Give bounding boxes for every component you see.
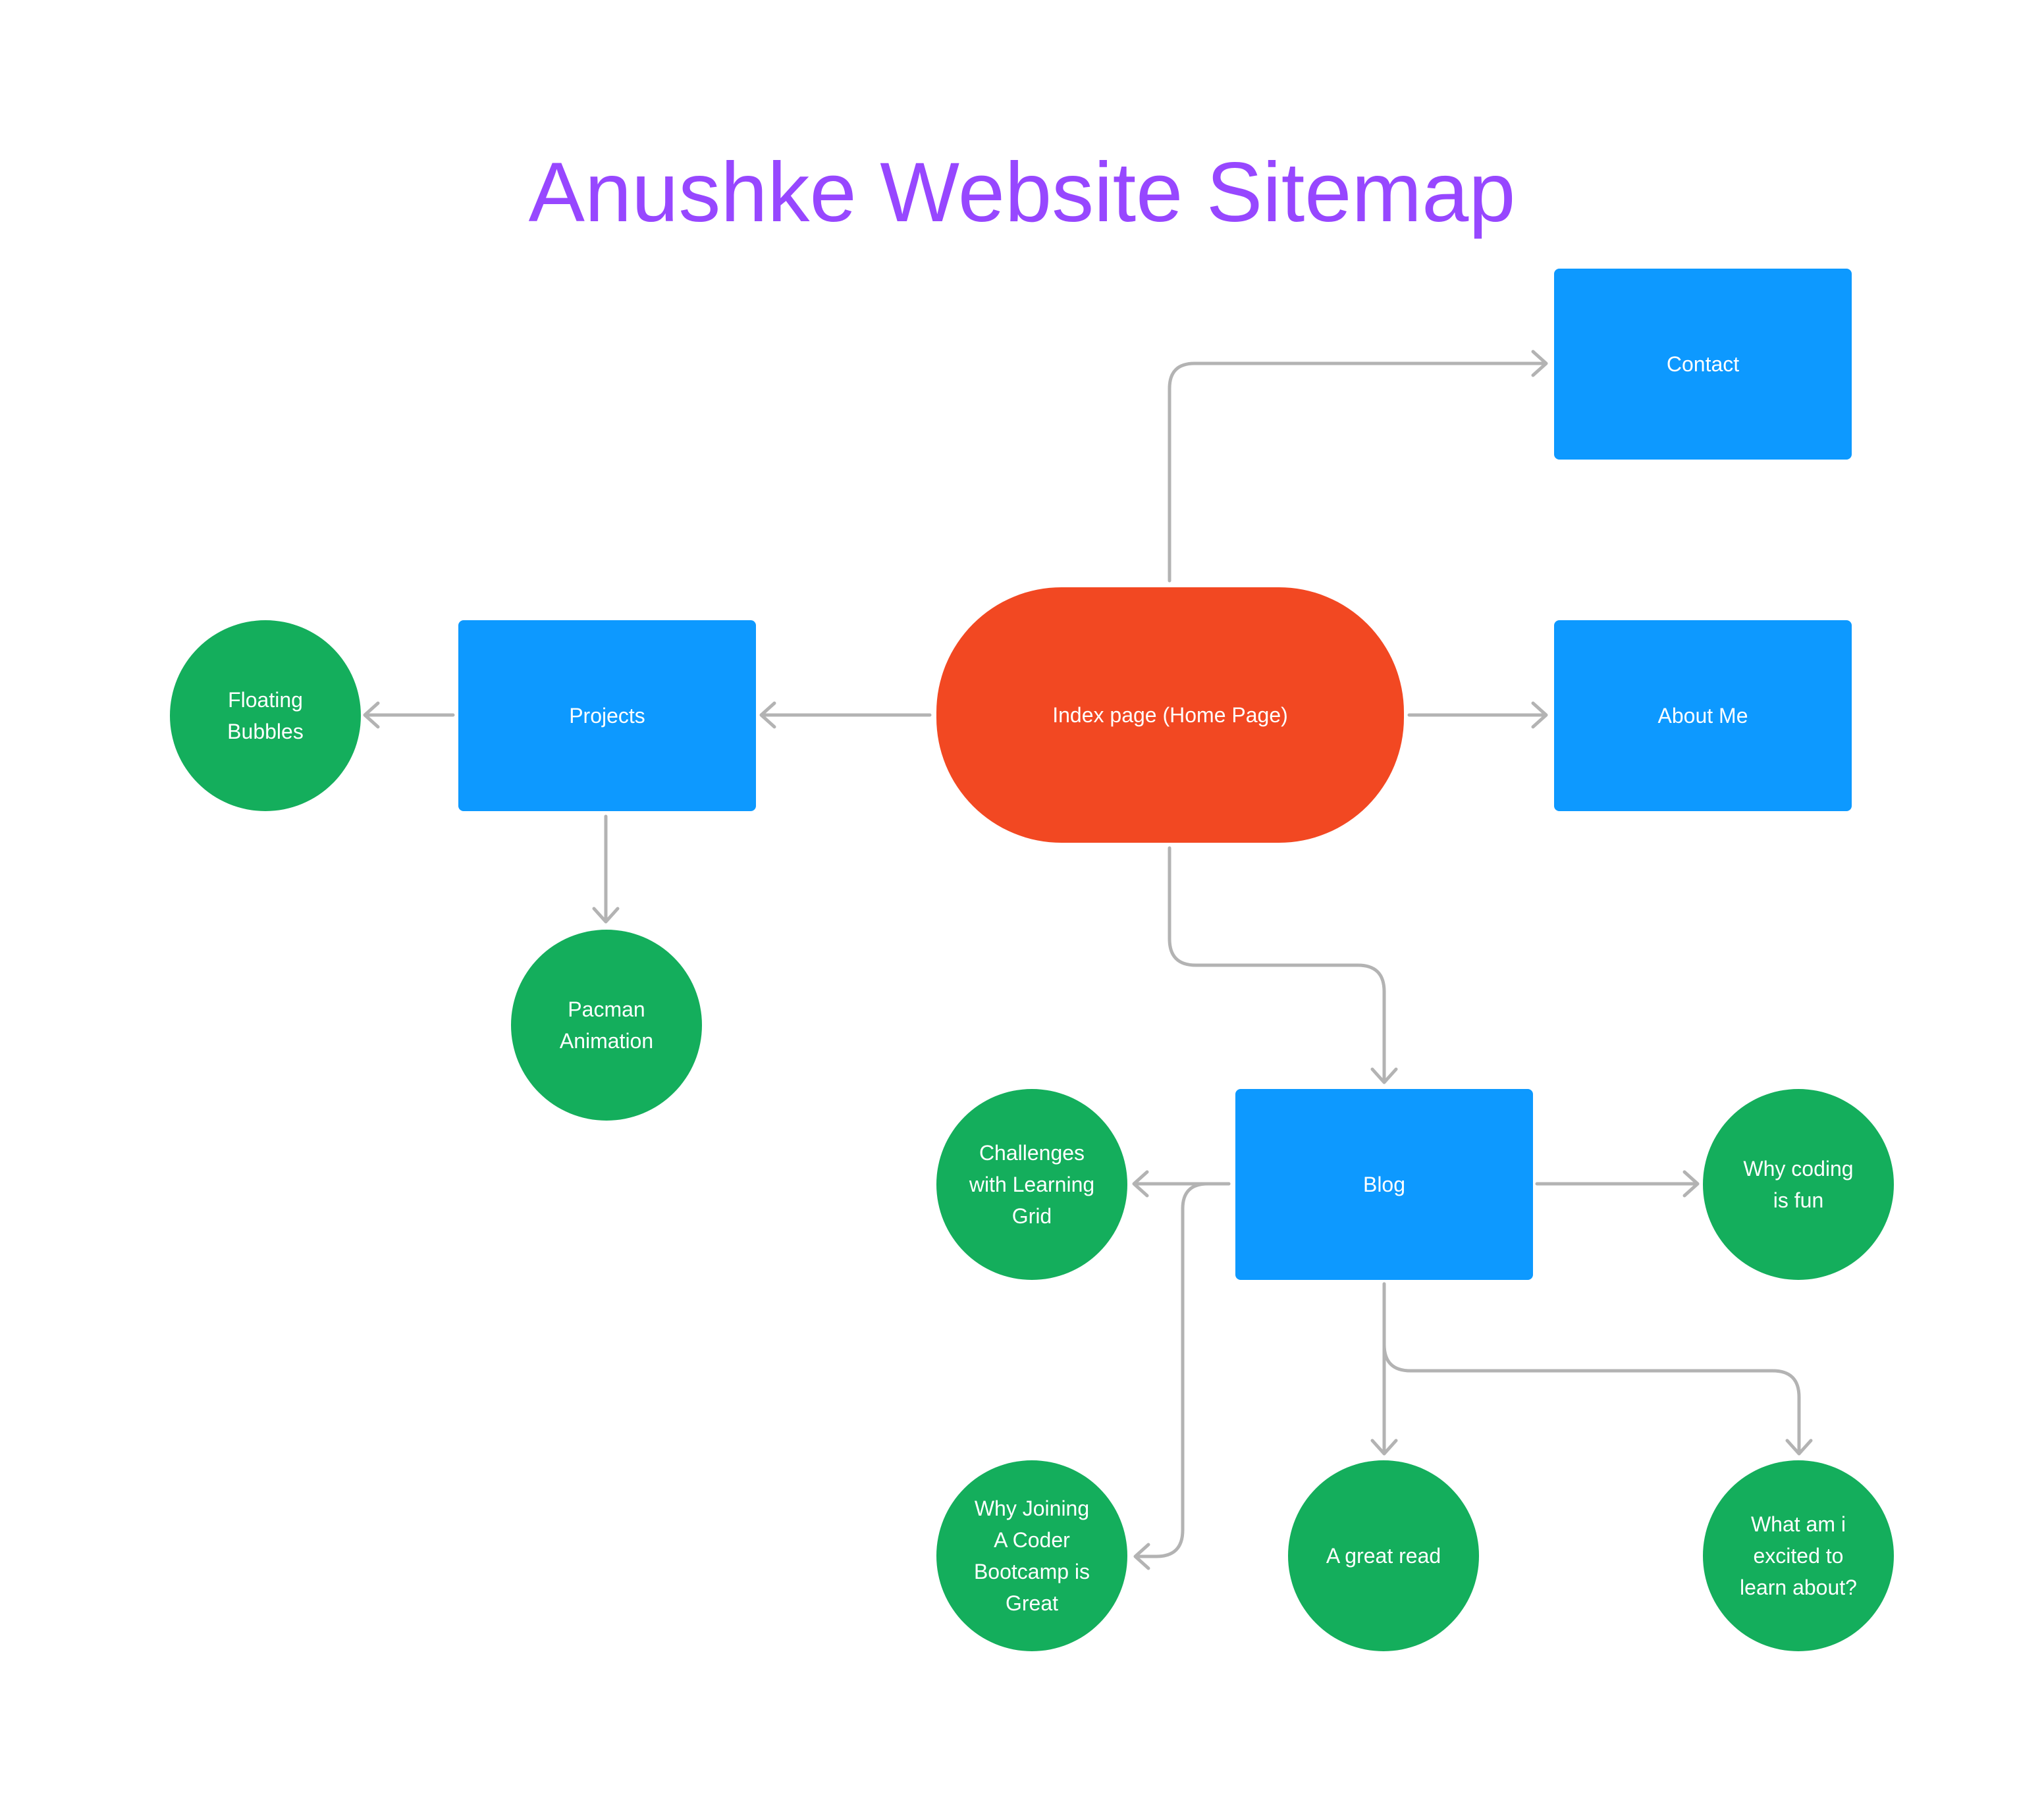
arrowhead-pacman bbox=[592, 907, 620, 924]
edge-blog-bootcamp bbox=[1135, 1182, 1231, 1558]
node-pacman: Pacman Animation bbox=[511, 930, 702, 1121]
arrowhead-projects bbox=[759, 701, 776, 729]
arrowhead-floating-bubbles bbox=[363, 701, 380, 729]
arrowhead-contact bbox=[1531, 350, 1548, 377]
node-bootcamp-label: Why Joining A Coder Bootcamp is Great bbox=[973, 1497, 1090, 1615]
node-floating-bubbles: Floating Bubbles bbox=[170, 620, 361, 811]
node-blog-label: Blog bbox=[1362, 1173, 1406, 1196]
node-challenges: Challenges with Learning Grid bbox=[936, 1089, 1127, 1280]
arrowhead-excited bbox=[1785, 1439, 1813, 1456]
node-why-coding-label: Why coding is fun bbox=[1743, 1157, 1854, 1212]
node-blog: Blog bbox=[1235, 1089, 1533, 1280]
edge-blog-excited bbox=[1382, 1342, 1801, 1454]
node-about-label: About Me bbox=[1657, 704, 1748, 728]
node-challenges-label: Challenges with Learning Grid bbox=[969, 1141, 1095, 1228]
node-excited-label: What am i excited to learn about? bbox=[1740, 1512, 1857, 1599]
node-contact-label: Contact bbox=[1666, 352, 1740, 376]
node-bootcamp: Why Joining A Coder Bootcamp is Great bbox=[936, 1460, 1127, 1651]
arrowhead-blog bbox=[1370, 1067, 1398, 1084]
node-why-coding: Why coding is fun bbox=[1703, 1089, 1894, 1280]
node-home: Index page (Home Page) bbox=[936, 587, 1404, 843]
edge-home-contact bbox=[1168, 361, 1547, 583]
arrowhead-bootcamp bbox=[1133, 1543, 1150, 1570]
node-great-read-label: A great read bbox=[1326, 1544, 1441, 1568]
node-great-read: A great read bbox=[1288, 1460, 1479, 1651]
node-floating-bubbles-label: Floating Bubbles bbox=[227, 688, 304, 743]
arrowhead-about bbox=[1531, 701, 1548, 729]
node-contact: Contact bbox=[1554, 269, 1852, 460]
diagram-title: Anushke Website Sitemap bbox=[528, 146, 1516, 240]
node-home-label: Index page (Home Page) bbox=[1052, 703, 1288, 727]
node-projects: Projects bbox=[458, 620, 756, 811]
arrowhead-why-coding bbox=[1682, 1170, 1700, 1198]
node-projects-label: Projects bbox=[569, 704, 645, 728]
edge-home-blog bbox=[1168, 846, 1386, 1083]
arrowhead-great-read bbox=[1370, 1439, 1398, 1456]
node-excited: What am i excited to learn about? bbox=[1703, 1460, 1894, 1651]
node-pacman-label: Pacman Animation bbox=[559, 997, 654, 1053]
arrowhead-challenges bbox=[1132, 1170, 1149, 1198]
node-about: About Me bbox=[1554, 620, 1852, 811]
